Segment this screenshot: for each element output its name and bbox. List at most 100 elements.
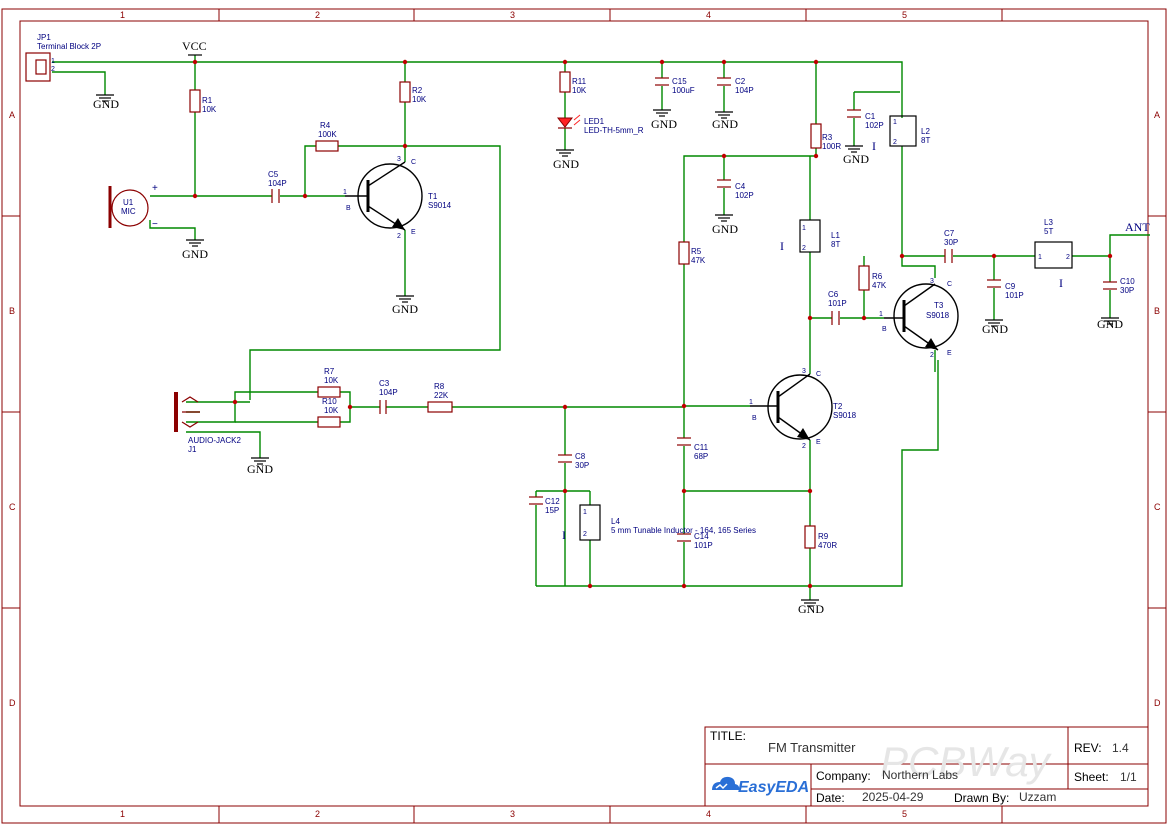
c12-ref: C12 bbox=[545, 497, 560, 506]
zone-row-c-right: C bbox=[1154, 502, 1161, 512]
c5-value: 104P bbox=[268, 179, 287, 188]
sheet-value: 1/1 bbox=[1120, 770, 1137, 784]
jp1-pin-1: 1 bbox=[51, 58, 55, 65]
easyeda-logo-text: EasyEDA bbox=[738, 779, 809, 796]
r8-resistor: R8 22K bbox=[427, 382, 453, 413]
gnd-label-c4: GND bbox=[712, 222, 738, 236]
t2-pin-1: 1 bbox=[749, 399, 753, 406]
t3-ref: T3 bbox=[934, 301, 944, 310]
r1-ref: R1 bbox=[202, 96, 213, 105]
gnd-label-c15: GND bbox=[651, 117, 677, 131]
u1-minus: − bbox=[152, 219, 158, 230]
zone-col-5: 5 bbox=[902, 10, 907, 20]
c6-capacitor: C6 101P bbox=[828, 290, 847, 325]
c11-ref: C11 bbox=[694, 443, 709, 452]
c1-ref: C1 bbox=[865, 112, 876, 121]
c12-value: 15P bbox=[545, 506, 559, 515]
t3-transistor: T3 S9018 1 B 3 C 2 E bbox=[879, 278, 959, 359]
t2-pin-c: C bbox=[816, 371, 821, 378]
gnd-label-main: GND bbox=[798, 602, 824, 616]
c12-capacitor: C12 15P bbox=[529, 496, 560, 515]
r5-value: 47K bbox=[691, 256, 706, 265]
gnd-label-jack: GND bbox=[247, 462, 273, 476]
gnd-label-t1: GND bbox=[392, 302, 418, 316]
zone-row-a-right: A bbox=[1154, 110, 1160, 120]
l2-pin-2: 2 bbox=[893, 139, 897, 146]
r5-ref: R5 bbox=[691, 247, 702, 256]
l4-mark: I bbox=[562, 528, 566, 542]
c2-value: 104P bbox=[735, 86, 754, 95]
t1-pin-1: 1 bbox=[343, 189, 347, 196]
ant-label: ANT bbox=[1125, 220, 1150, 234]
l3-value: 5T bbox=[1044, 227, 1053, 236]
led1-ref: LED1 bbox=[584, 117, 605, 126]
zone-col-2: 2 bbox=[315, 10, 320, 20]
zone-row-d: D bbox=[9, 698, 16, 708]
t1-transistor: T1 S9014 1 B 3 C 2 E bbox=[343, 156, 452, 240]
c7-value: 30P bbox=[944, 238, 958, 247]
t3-pin-b: B bbox=[882, 326, 887, 333]
l4-value: 5 mm Tunable Inductor - 164, 165 Series bbox=[611, 526, 756, 535]
zone-col-3: 3 bbox=[510, 10, 515, 20]
gnd-label-c9: GND bbox=[982, 322, 1008, 336]
l2-ref: L2 bbox=[921, 127, 930, 136]
gnd-label-jp1: GND bbox=[93, 97, 119, 111]
l2-value: 8T bbox=[921, 136, 930, 145]
c4-capacitor: C4 102P bbox=[717, 179, 754, 200]
c4-ref: C4 bbox=[735, 182, 746, 191]
drawn-value: Uzzam bbox=[1019, 790, 1056, 804]
l1-value: 8T bbox=[831, 240, 840, 249]
t1-pin-3: 3 bbox=[397, 156, 401, 163]
c8-capacitor: C8 30P bbox=[558, 452, 589, 470]
c8-ref: C8 bbox=[575, 452, 586, 461]
c10-ref: C10 bbox=[1120, 277, 1135, 286]
c2-ref: C2 bbox=[735, 77, 746, 86]
drawn-label: Drawn By: bbox=[954, 791, 1009, 805]
gnd-symbols: GND GND GND GND GND GND GND GND GND GND … bbox=[93, 94, 1123, 616]
zone-col-2-bottom: 2 bbox=[315, 809, 320, 819]
r3-value: 100R bbox=[822, 142, 841, 151]
t3-pin-e: E bbox=[947, 350, 952, 357]
l4-pin-2: 2 bbox=[583, 531, 587, 538]
r7-value: 10K bbox=[324, 376, 339, 385]
c3-capacitor: C3 104P bbox=[379, 379, 398, 414]
c1-value: 102P bbox=[865, 121, 884, 130]
c11-value: 68P bbox=[694, 452, 708, 461]
r4-resistor: R4 100K bbox=[315, 121, 339, 152]
u1-microphone: U1 MIC + − bbox=[108, 183, 158, 230]
zone-col-1-bottom: 1 bbox=[120, 809, 125, 819]
l2-mark: I bbox=[872, 139, 876, 153]
c14-ref: C14 bbox=[694, 532, 709, 541]
date-label: Date: bbox=[816, 791, 845, 805]
l3-pin-1: 1 bbox=[1038, 254, 1042, 261]
c9-ref: C9 bbox=[1005, 282, 1016, 291]
zone-row-d-right: D bbox=[1154, 698, 1161, 708]
company-label: Company: bbox=[816, 769, 871, 783]
t2-pin-3: 3 bbox=[802, 368, 806, 375]
c15-value: 100uF bbox=[672, 86, 695, 95]
c15-ref: C15 bbox=[672, 77, 687, 86]
r2-ref: R2 bbox=[412, 86, 423, 95]
c9-value: 101P bbox=[1005, 291, 1024, 300]
vcc-symbol: VCC bbox=[182, 39, 207, 56]
l1-pin-2: 2 bbox=[802, 245, 806, 252]
c5-capacitor: C5 104P bbox=[268, 170, 287, 203]
t1-ref: T1 bbox=[428, 192, 438, 201]
r6-ref: R6 bbox=[872, 272, 883, 281]
zone-row-c: C bbox=[9, 502, 16, 512]
l4-inductor: 1 2 L4 5 mm Tunable Inductor - 164, 165 … bbox=[562, 504, 756, 542]
u1-value: MIC bbox=[121, 207, 136, 216]
r11-value: 10K bbox=[572, 86, 587, 95]
led1-value: LED-TH-5mm_R bbox=[584, 126, 644, 135]
zone-col-3-bottom: 3 bbox=[510, 809, 515, 819]
gnd-label-mic: GND bbox=[182, 247, 208, 261]
c15-capacitor: C15 100uF bbox=[655, 77, 695, 95]
r2-resistor: R2 10K bbox=[399, 81, 427, 104]
r3-ref: R3 bbox=[822, 133, 833, 142]
t3-pin-c: C bbox=[947, 281, 952, 288]
t2-pin-e: E bbox=[816, 439, 821, 446]
t1-pin-c: C bbox=[411, 159, 416, 166]
c5-ref: C5 bbox=[268, 170, 279, 179]
t3-pin-1: 1 bbox=[879, 311, 883, 318]
t2-ref: T2 bbox=[833, 402, 843, 411]
